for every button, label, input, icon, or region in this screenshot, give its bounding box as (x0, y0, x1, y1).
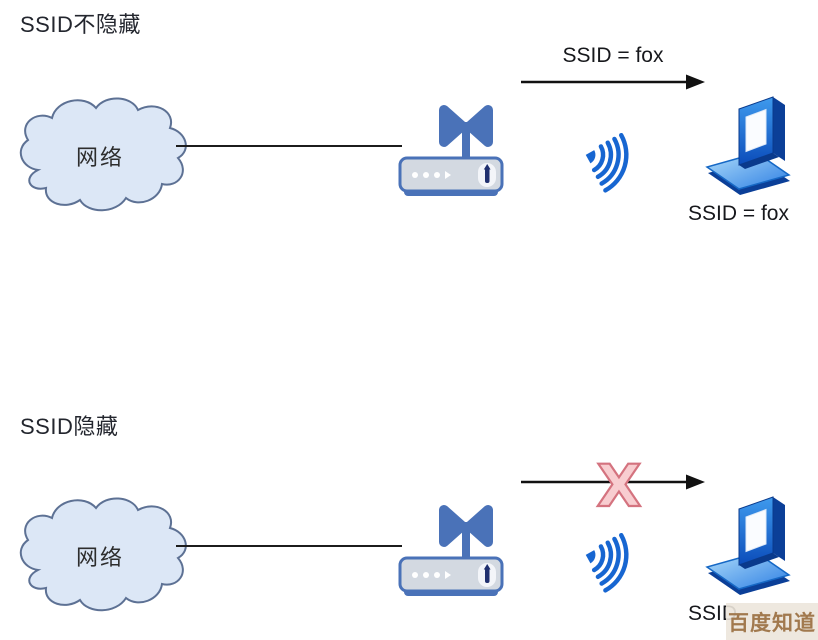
cloud-label: 网络 (75, 145, 124, 170)
arrow-ssid-label: SSID = fox (562, 44, 664, 67)
cloud-label: 网络 (75, 545, 124, 570)
blocked-x-icon: X (592, 456, 646, 514)
laptop-ssid-label: SSID = fox (688, 202, 789, 225)
laptop-ssid-label: SSID (688, 602, 738, 625)
section-ssid-hidden: SSID隐藏 网络 (0, 400, 818, 640)
wireless-router-icon (398, 100, 504, 198)
section-title: SSID隐藏 (20, 414, 119, 439)
broadcast-arrow (520, 72, 706, 92)
network-cloud: 网络 (8, 92, 192, 216)
antenna-icon (439, 505, 493, 564)
laptop-icon (703, 495, 809, 597)
section-title: SSID不隐藏 (20, 12, 141, 37)
broadcast-arrow (520, 472, 706, 492)
wifi-signal-icon (578, 122, 636, 200)
antenna-icon (439, 105, 493, 164)
cloud-router-link-line (176, 545, 402, 547)
cloud-icon (19, 497, 187, 612)
cloud-icon (19, 97, 187, 212)
section-ssid-visible: SSID不隐藏 网络 (8, 12, 809, 225)
wireless-router-icon (398, 500, 504, 598)
cloud-router-link-line (176, 145, 402, 147)
network-cloud: 网络 (8, 492, 192, 616)
laptop-icon (703, 95, 809, 197)
wifi-signal-icon (578, 522, 636, 600)
watermark-badge: 百度知道 (726, 603, 818, 640)
blocked-x-glyph: X (597, 456, 642, 514)
